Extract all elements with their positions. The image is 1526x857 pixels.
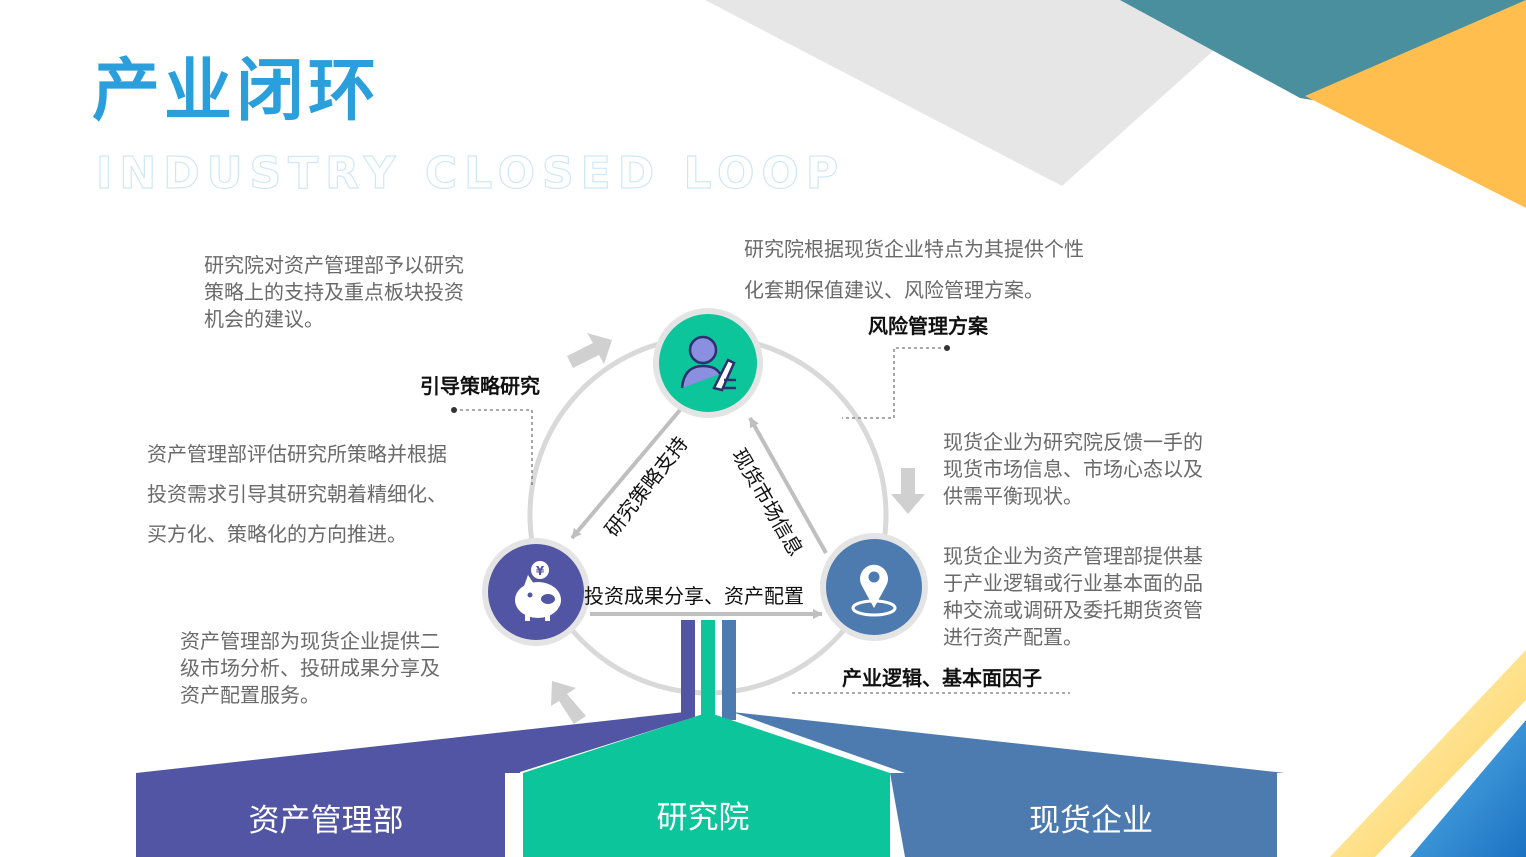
location-pin-icon (851, 564, 897, 617)
desc-asset-eval: 资产管理部评估研究所策略并根据 投资需求引导其研究朝着精细化、 买方化、策略化的… (147, 442, 447, 546)
desc-spot-provide: 现货企业为资产管理部提供基 于产业逻辑或行业基本面的品 种交流或调研及委托期货资… (943, 544, 1203, 649)
arrow-spot-to-research (748, 417, 828, 554)
connector-spot (722, 620, 736, 720)
corner-yellow-triangle (1305, 0, 1526, 208)
box-asset (136, 712, 685, 857)
node-research (653, 308, 763, 418)
leader-dot (944, 345, 950, 351)
researcher-icon (680, 335, 736, 392)
fat-arrow-up-left (551, 681, 586, 724)
desc-research-support: 研究院对资产管理部予以研究 策略上的支持及重点板块投资 机会的建议。 (204, 253, 464, 331)
box-label-spot: 现货企业 (1029, 803, 1153, 839)
box-label-asset: 资产管理部 (248, 803, 404, 839)
connector-research (701, 620, 715, 720)
corner-stripe (1330, 650, 1526, 857)
leader-guide (454, 409, 533, 485)
page-title: 产业闭环 (92, 52, 381, 131)
keyword-risk: 风险管理方案 (868, 314, 988, 338)
page-subtitle: INDUSTRY CLOSED LOOP (95, 148, 846, 199)
keyword-guide: 引导策略研究 (420, 374, 540, 398)
box-spot-top (732, 712, 1285, 773)
leader-dot (451, 407, 457, 413)
corner-blue-triangle (1410, 720, 1526, 857)
fat-arrow-down (891, 468, 925, 514)
box-gap (505, 773, 520, 857)
fat-arrow-up-right (567, 333, 612, 368)
corner-gray-triangle (705, 0, 1270, 186)
node-spot (820, 533, 928, 641)
piggy-bank-icon: ¥ (515, 561, 561, 621)
keyword-industry: 产业逻辑、基本面因子 (842, 666, 1042, 690)
box-label-research: 研究院 (656, 800, 750, 836)
edge-label-asset-to-spot: 投资成果分享、资产配置 (584, 584, 804, 608)
desc-asset-service: 资产管理部为现货企业提供二 级市场分析、投研成果分享及 资产配置服务。 (180, 629, 440, 707)
leader-risk (842, 347, 947, 419)
svg-text:¥: ¥ (536, 564, 545, 578)
connector-asset (681, 620, 695, 720)
box-spot (890, 773, 1285, 857)
desc-spot-feedback: 现货企业为研究院反馈一手的 现货市场信息、市场心态以及 供需平衡现状。 (943, 430, 1203, 508)
desc-research-plan: 研究院根据现货企业特点为其提供个性 化套期保值建议、风险管理方案。 (744, 237, 1084, 302)
arrow-research-to-asset (570, 408, 682, 540)
node-asset: ¥ (482, 538, 590, 646)
box-research (523, 715, 890, 857)
